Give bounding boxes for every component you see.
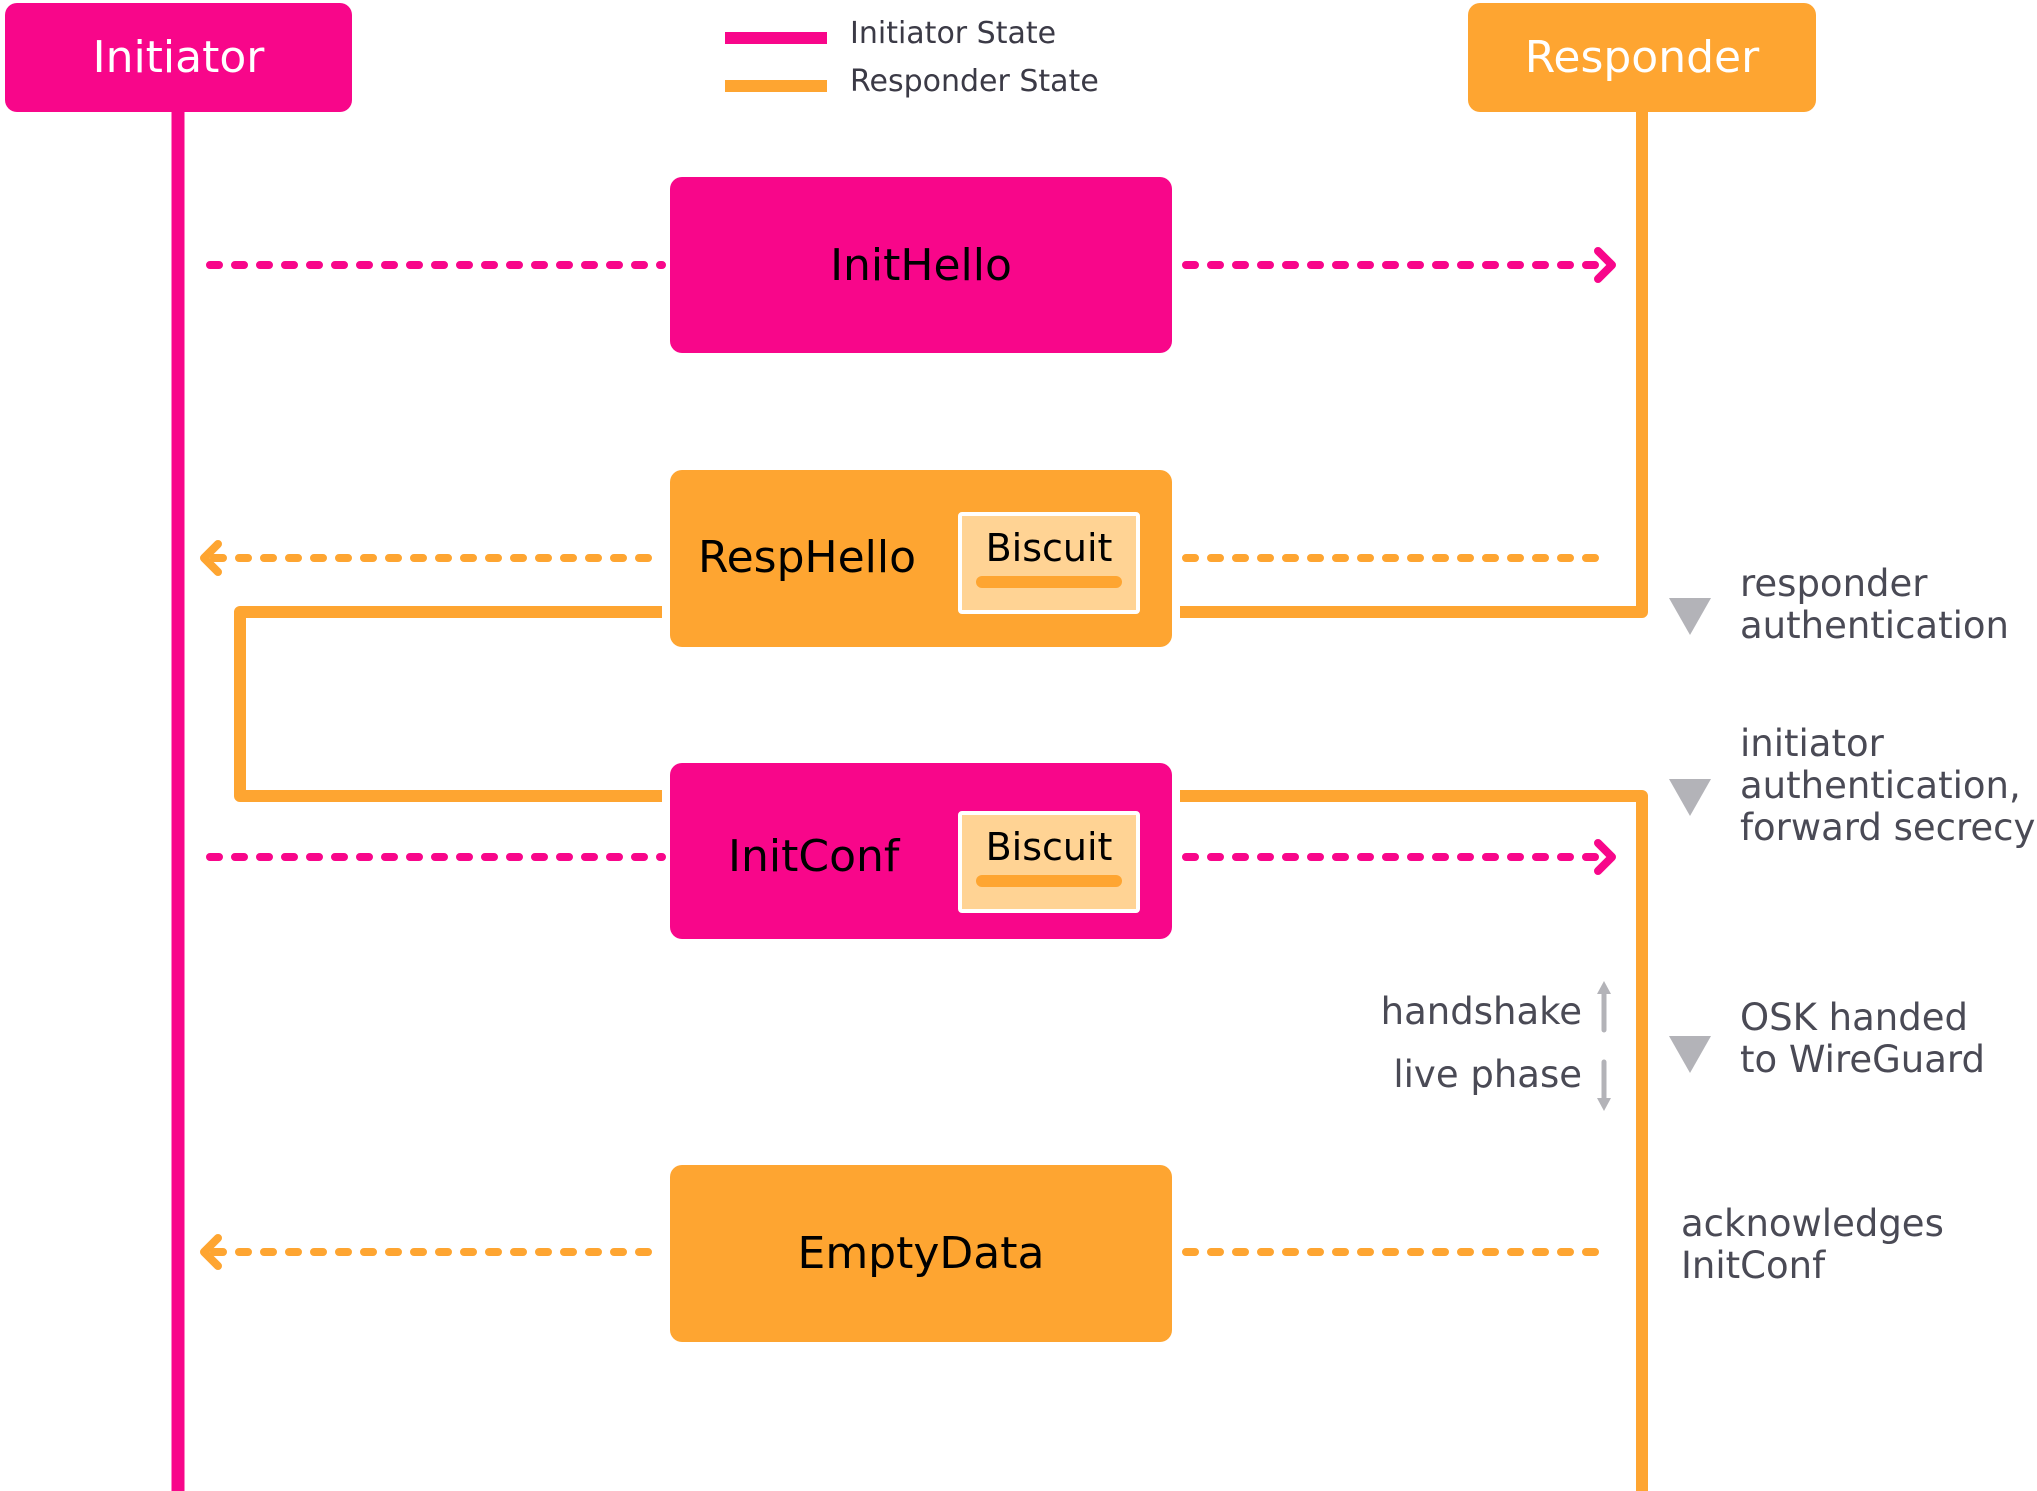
note-line: OSK handed [1740, 996, 1968, 1039]
note-initiator-authentication: initiator authentication, forward secrec… [1740, 723, 2035, 849]
actor-responder: Responder [1468, 3, 1816, 112]
message-initconf-label: InitConf [728, 831, 900, 882]
biscuit-resphello: Biscuit [958, 512, 1140, 614]
biscuit-initconf: Biscuit [958, 811, 1140, 913]
resphello-arrowhead [200, 540, 222, 576]
message-resphello-label: RespHello [698, 532, 917, 583]
note-acknowledges-initconf: acknowledges InitConf [1681, 1203, 1944, 1287]
legend-swatch-initiator [725, 32, 827, 44]
arrow-down-icon [1597, 1059, 1611, 1111]
triangle-down-icon [1669, 1036, 1711, 1073]
note-line: to WireGuard [1740, 1038, 1985, 1081]
phase-label-live: live phase [1393, 1053, 1582, 1096]
message-initconf: InitConf Biscuit [670, 763, 1172, 939]
biscuit-initconf-bar [976, 875, 1122, 887]
note-line: InitConf [1681, 1244, 1826, 1287]
message-inithello-label: InitHello [830, 239, 1012, 291]
note-line: initiator [1740, 722, 1884, 765]
initconf-arrowhead [1594, 839, 1616, 875]
actor-initiator-label: Initiator [92, 32, 265, 83]
emptydata-arrowhead [200, 1234, 222, 1270]
phase-label-handshake: handshake [1380, 990, 1582, 1033]
note-line: authentication, [1740, 764, 2021, 807]
legend-responder-state: Responder State [850, 64, 1099, 99]
biscuit-resphello-label: Biscuit [985, 526, 1113, 570]
message-resphello: RespHello Biscuit [670, 470, 1172, 647]
triangle-down-icon [1669, 598, 1711, 635]
inithello-arrowhead [1594, 247, 1616, 283]
note-line: acknowledges [1681, 1202, 1944, 1245]
arrow-up-icon [1597, 981, 1611, 1033]
actor-responder-label: Responder [1524, 32, 1760, 83]
note-responder-authentication: responder authentication [1740, 563, 2009, 647]
actor-initiator: Initiator [5, 3, 352, 112]
message-emptydata: EmptyData [670, 1165, 1172, 1342]
responder-state-bracket-left [234, 606, 662, 802]
note-osk-handed: OSK handed to WireGuard [1740, 997, 1985, 1081]
note-line: authentication [1740, 604, 2009, 647]
message-emptydata-label: EmptyData [797, 1228, 1045, 1279]
note-line: forward secrecy [1740, 806, 2036, 849]
message-inithello: InitHello [670, 177, 1172, 353]
responder-state-line-bottom [1180, 790, 1648, 1491]
legend-swatch-responder [725, 80, 827, 92]
legend-initiator-state: Initiator State [850, 16, 1057, 51]
responder-state-line-top [1180, 110, 1648, 618]
biscuit-initconf-label: Biscuit [985, 825, 1113, 869]
biscuit-resphello-bar [976, 576, 1122, 588]
triangle-down-icon [1669, 779, 1711, 816]
note-line: responder [1740, 562, 1928, 605]
